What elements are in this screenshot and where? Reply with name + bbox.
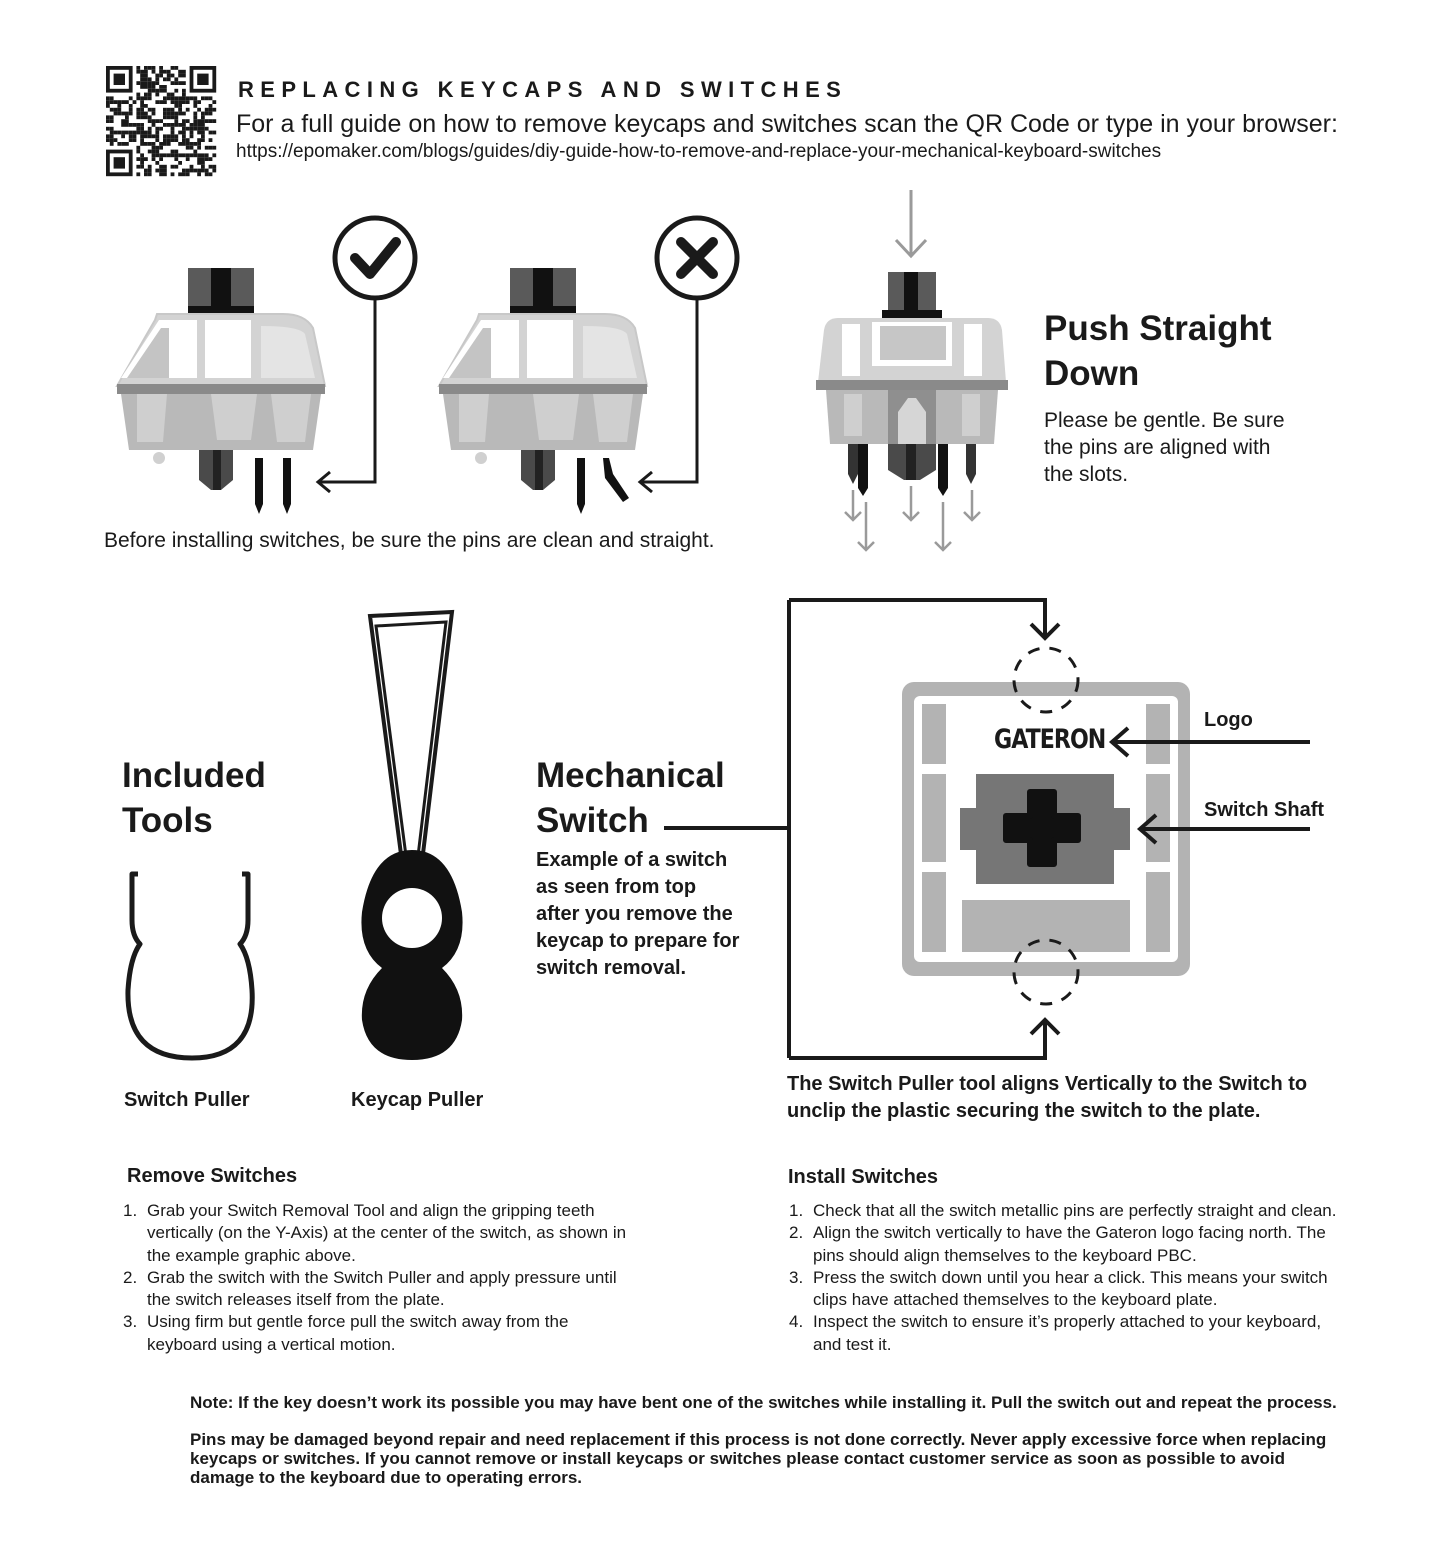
list-item: 1. Check that all the switch metallic pi… — [789, 1201, 1337, 1220]
push-body-line2: the pins are aligned with — [1044, 436, 1271, 459]
note-line: Note: If the key doesn’t work its possib… — [190, 1393, 1337, 1412]
gateron-logo: GATERON — [994, 724, 1106, 755]
install-switches-title: Install Switches — [788, 1166, 939, 1188]
remove-switches-title: Remove Switches — [127, 1165, 298, 1187]
switch-title-line1: Mechanical — [536, 756, 725, 795]
switch-front-view — [816, 190, 1008, 552]
switch-caption: The Switch Puller tool aligns Vertically… — [787, 1073, 1308, 1122]
note-warning: Pins may be damaged beyond repair and ne… — [190, 1430, 1327, 1487]
keycap-puller-label: Keycap Puller — [351, 1089, 484, 1111]
pins-illustration — [116, 190, 1008, 552]
pins-caption: Before installing switches, be sure the … — [104, 529, 715, 552]
tools-and-switch-illustration — [125, 598, 1310, 1061]
switch-title-line2: Switch — [536, 801, 649, 840]
guide-url-link[interactable]: https://epomaker.com/blogs/guides/diy-gu… — [236, 141, 1162, 162]
list-item: 3. Using firm but gentle force pull the … — [123, 1312, 569, 1354]
switch-good-pins — [116, 267, 326, 514]
keycap-puller-icon — [361, 609, 463, 1060]
intro-text: For a full guide on how to remove keycap… — [236, 110, 1338, 138]
switch-puller-icon — [125, 871, 255, 1061]
install-steps-list: 1. Check that all the switch metallic pi… — [789, 1200, 1414, 1356]
page-title: REPLACING KEYCAPS AND SWITCHES — [238, 77, 848, 102]
switch-top-view — [902, 646, 1190, 1006]
switch-bent-pins — [438, 267, 648, 514]
switch-puller-label: Switch Puller — [124, 1089, 250, 1111]
label-switch-shaft: Switch Shaft — [1204, 799, 1325, 821]
tools-title-line1: Included — [122, 756, 266, 795]
qr-code-icon[interactable] — [0, 0, 1430, 200]
push-title-line1: Push Straight — [1044, 309, 1272, 348]
push-body-line1: Please be gentle. Be sure — [1044, 409, 1285, 432]
switch-description: Example of a switch as seen from top aft… — [536, 849, 740, 979]
push-title-line2: Down — [1044, 354, 1140, 393]
push-body-line3: the slots. — [1044, 463, 1129, 486]
list-item: 1. Grab your Switch Removal Tool and ali… — [123, 1201, 627, 1265]
list-item: 2. Grab the switch with the Switch Pulle… — [123, 1267, 617, 1310]
list-item: 2. Align the switch vertically to have t… — [789, 1223, 1326, 1265]
tools-title-line2: Tools — [122, 801, 213, 840]
remove-steps-list: 1. Grab your Switch Removal Tool and ali… — [123, 1200, 723, 1356]
label-logo: Logo — [1204, 709, 1253, 731]
list-item: 3. Press the switch down until you hear … — [789, 1267, 1328, 1310]
list-item: 4. Inspect the switch to ensure it’s pro… — [789, 1312, 1322, 1354]
